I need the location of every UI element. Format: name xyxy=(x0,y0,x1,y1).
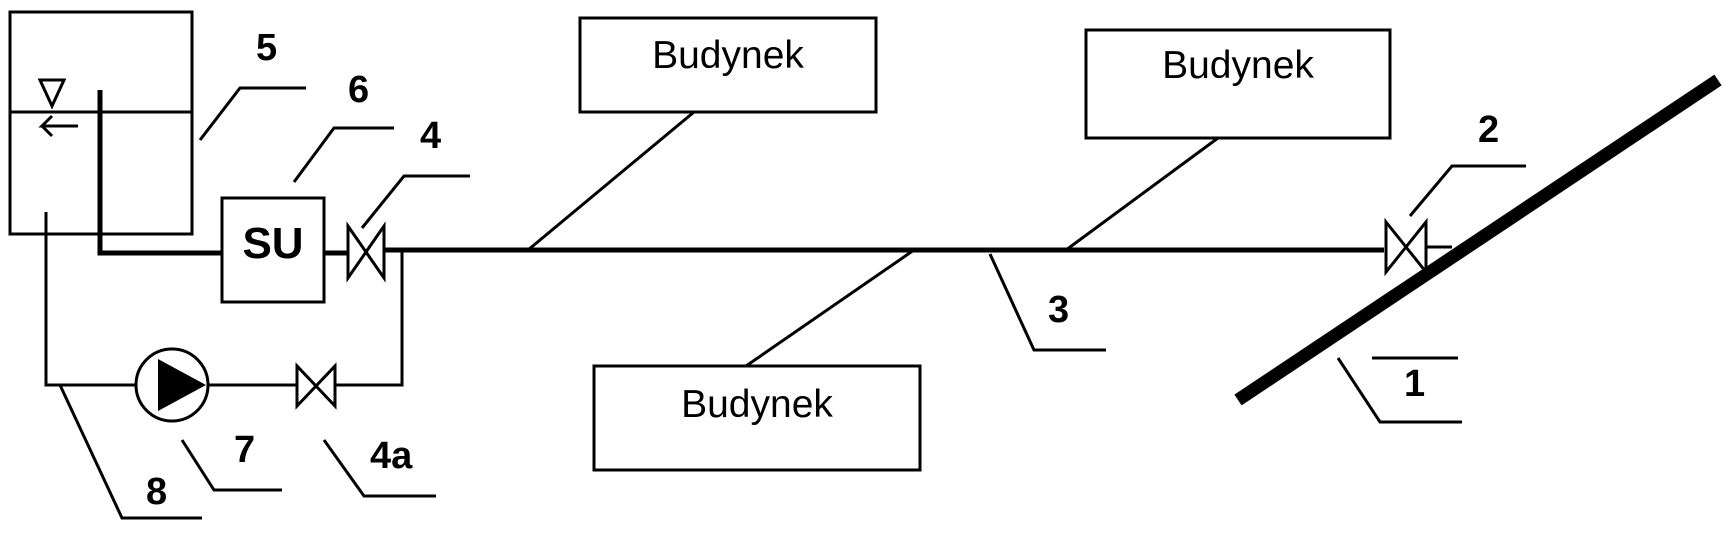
leader-7 xyxy=(180,439,282,492)
water-level-triangle-icon xyxy=(37,78,67,110)
su-unit xyxy=(220,196,326,304)
leader-3 xyxy=(988,253,1106,352)
leader-2 xyxy=(1408,164,1526,217)
label-8: 8 xyxy=(146,471,167,513)
building-bottom xyxy=(592,364,922,472)
label-4a: 4a xyxy=(370,435,413,477)
label-3: 3 xyxy=(1048,289,1069,331)
water-main xyxy=(1234,74,1722,406)
leader-4a xyxy=(322,439,436,498)
building-top-right-label: Budynek xyxy=(1162,44,1314,87)
tank-return-pipe xyxy=(44,212,136,387)
building-top-right xyxy=(1084,28,1392,140)
leader-4 xyxy=(360,174,470,229)
building-top-left xyxy=(578,16,878,114)
tank-outlet-pipe xyxy=(97,90,222,256)
building-top-left-connection xyxy=(527,110,695,252)
label-2: 2 xyxy=(1478,109,1499,151)
label-4: 4 xyxy=(420,115,441,157)
pump-icon xyxy=(134,347,210,423)
inflow-arrow-icon xyxy=(38,114,78,138)
label-6: 6 xyxy=(348,69,369,111)
bypass-pipe-right xyxy=(335,250,404,387)
leader-8 xyxy=(58,384,202,520)
building-top-right-connection xyxy=(1065,136,1219,252)
label-1: 1 xyxy=(1404,363,1425,405)
leader-1-line xyxy=(1336,357,1462,424)
building-bottom-connection xyxy=(745,248,915,368)
leader-5 xyxy=(198,86,306,141)
su-label: SU xyxy=(242,219,303,268)
valve-4-icon xyxy=(346,221,386,283)
label-5: 5 xyxy=(256,27,277,69)
valve-4a-icon xyxy=(295,362,337,410)
building-bottom-label: Budynek xyxy=(681,383,833,426)
valve-2-icon xyxy=(1384,217,1428,277)
leader-6 xyxy=(292,126,394,183)
building-top-left-label: Budynek xyxy=(652,34,804,77)
label-7: 7 xyxy=(234,429,255,471)
